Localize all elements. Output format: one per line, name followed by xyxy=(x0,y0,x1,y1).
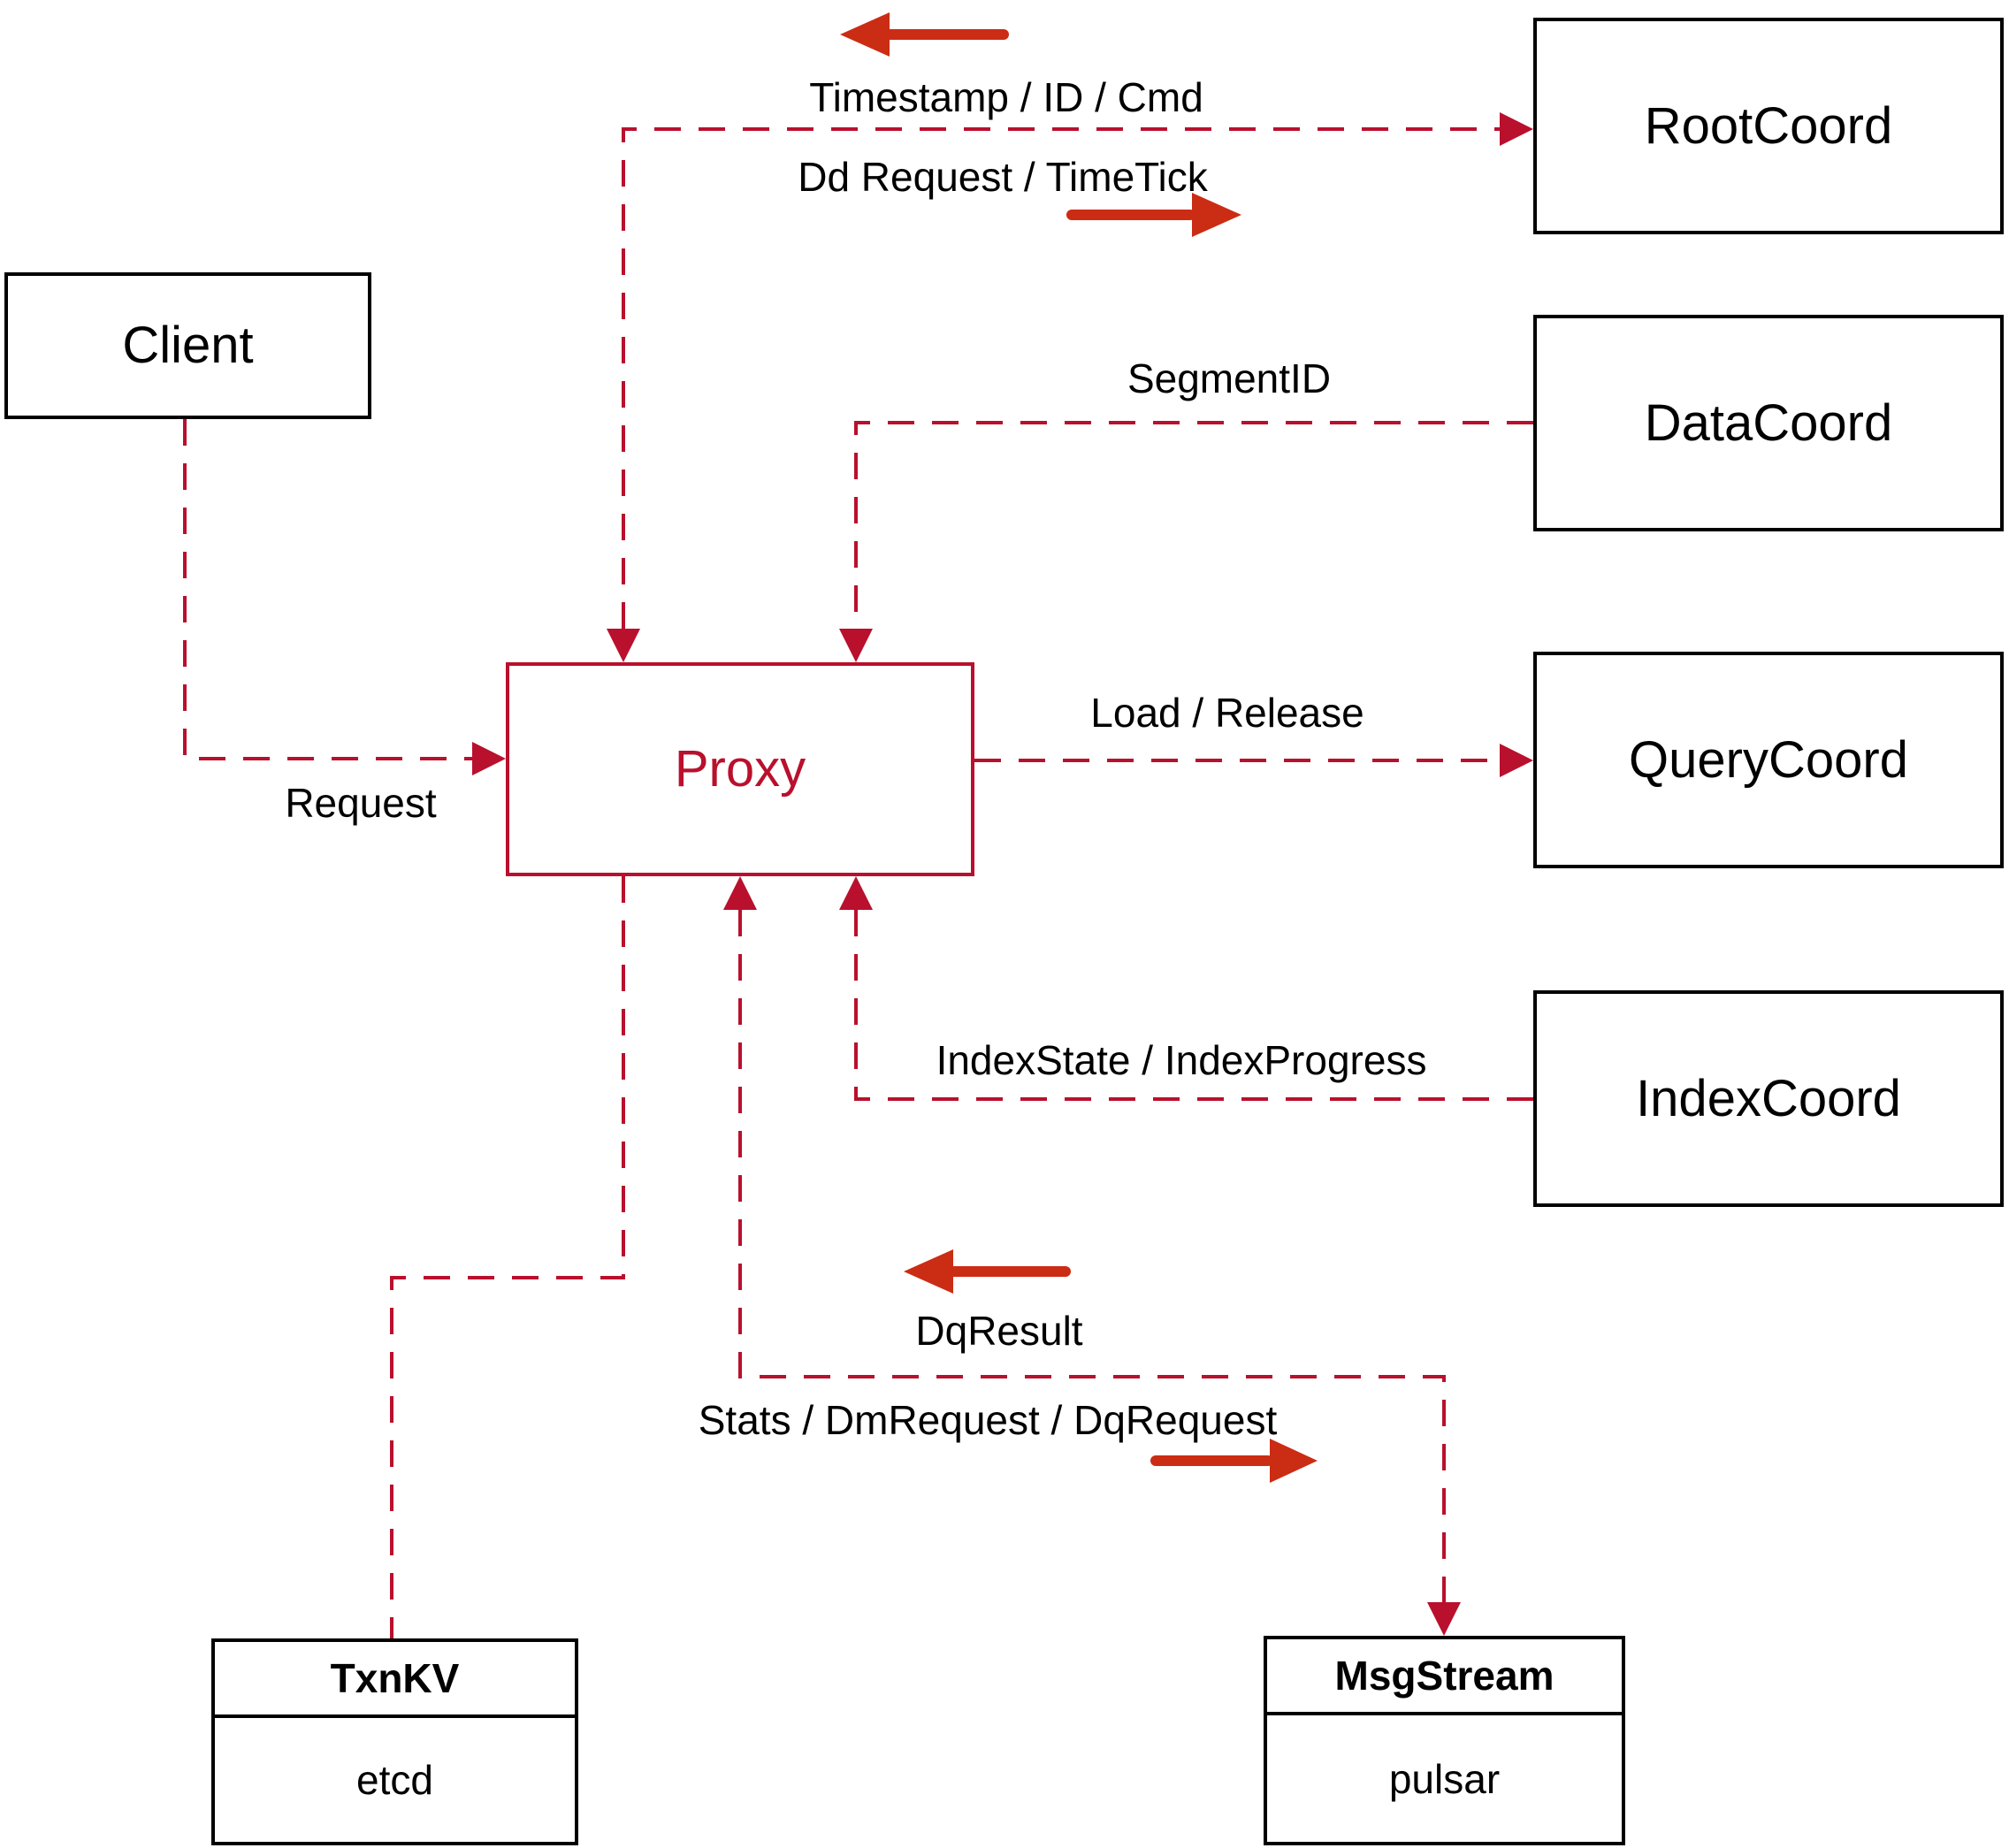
edge-label-load-release: Load / Release xyxy=(1090,690,1364,736)
node-rootcoord-label: RootCoord xyxy=(1644,96,1893,155)
direction-arrow-timestamp-left-head xyxy=(840,12,890,57)
edge-label-timestamp-id-cmd: Timestamp / ID / Cmd xyxy=(809,74,1203,120)
arrowhead-into-proxy-top-left xyxy=(607,629,640,662)
direction-arrow-timestamp-left xyxy=(840,12,1009,57)
arrowhead-into-proxy-bottom-left xyxy=(723,876,757,910)
edge-label-request: Request xyxy=(285,780,437,826)
node-txnkv-title: TxnKV xyxy=(215,1642,575,1718)
arrowhead-into-msgstream xyxy=(1427,1602,1461,1636)
edge-proxy-msgstream-line xyxy=(738,910,1446,1602)
node-indexcoord-label: IndexCoord xyxy=(1636,1069,1901,1127)
direction-arrow-dqresult-left xyxy=(904,1249,1071,1294)
direction-arrow-ddrequest-right-head xyxy=(1192,193,1241,237)
direction-arrow-stats-right xyxy=(1150,1439,1318,1483)
edge-client-proxy-line xyxy=(183,419,472,760)
edge-label-indexstate-indexprogress: IndexState / IndexProgress xyxy=(936,1037,1427,1083)
node-msgstream-title: MsgStream xyxy=(1267,1639,1622,1715)
arrowhead-into-querycoord xyxy=(1500,744,1533,777)
arrowhead-into-proxy-bottom-right xyxy=(839,876,873,910)
node-datacoord: DataCoord xyxy=(1533,315,2004,531)
node-client: Client xyxy=(4,272,371,419)
node-proxy: Proxy xyxy=(506,662,974,876)
edge-proxy-txnkv-line xyxy=(390,876,625,1638)
edge-label-dd-request-timetick: Dd Request / TimeTick xyxy=(798,154,1208,200)
node-msgstream-implementation: pulsar xyxy=(1388,1755,1501,1802)
edge-indexcoord-proxy-line xyxy=(854,910,1533,1101)
direction-arrow-stats-right-head xyxy=(1270,1439,1318,1483)
node-querycoord-label: QueryCoord xyxy=(1629,730,1908,789)
edge-proxy-rootcoord-line xyxy=(622,127,1500,629)
node-querycoord: QueryCoord xyxy=(1533,652,2004,868)
arrowhead-into-proxy-left xyxy=(472,742,506,775)
node-txnkv-implementation: etcd xyxy=(356,1757,433,1803)
edge-label-segmentid: SegmentID xyxy=(1127,355,1332,401)
edge-label-stats-dmrequest-dqrequest: Stats / DmRequest / DqRequest xyxy=(698,1397,1278,1443)
node-client-label: Client xyxy=(122,317,254,375)
node-txnkv: TxnKV etcd xyxy=(211,1638,578,1845)
node-indexcoord: IndexCoord xyxy=(1533,990,2004,1207)
edge-datacoord-proxy-line xyxy=(854,421,1533,629)
direction-arrow-dqresult-left-head xyxy=(904,1249,953,1294)
arrowhead-into-rootcoord xyxy=(1500,112,1533,146)
node-rootcoord: RootCoord xyxy=(1533,18,2004,234)
direction-arrow-ddrequest-right xyxy=(1066,193,1241,237)
node-proxy-label: Proxy xyxy=(674,740,806,798)
node-datacoord-label: DataCoord xyxy=(1644,393,1893,452)
edge-label-dqresult: DqResult xyxy=(915,1308,1083,1354)
node-msgstream: MsgStream pulsar xyxy=(1264,1636,1625,1845)
arrowhead-into-proxy-top-right xyxy=(839,629,873,662)
